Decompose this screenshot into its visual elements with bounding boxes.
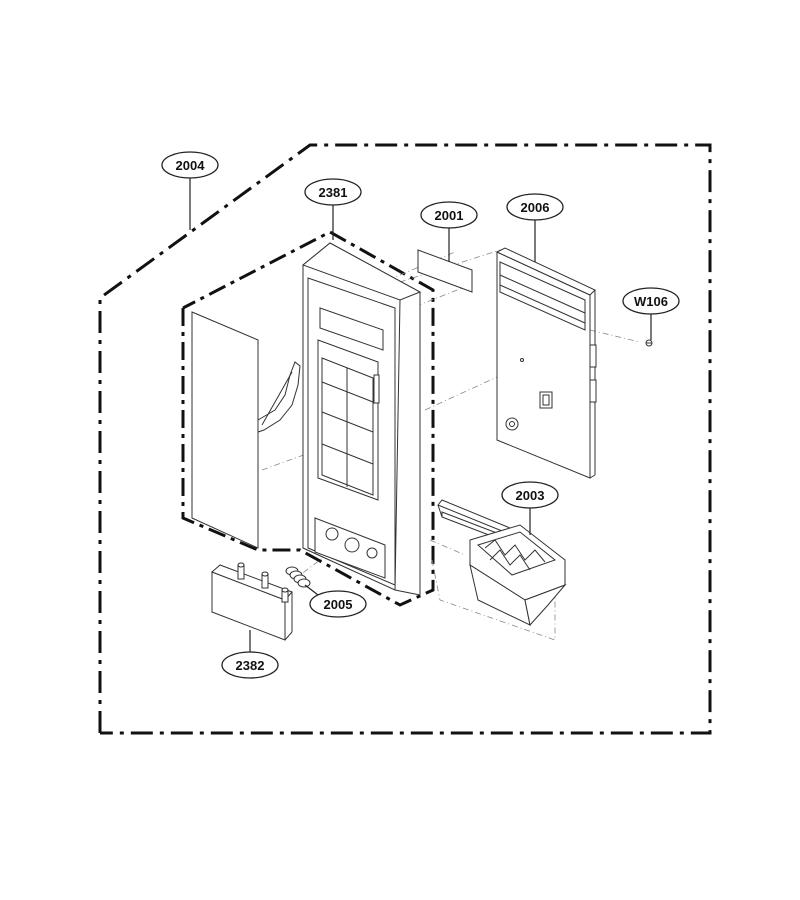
label-w106: W106 [622, 287, 680, 315]
svg-text:2004: 2004 [176, 158, 206, 173]
subassembly-boundary-2381 [181, 230, 435, 607]
spring-2005 [285, 566, 311, 588]
svg-text:2003: 2003 [516, 488, 545, 503]
label-2006: 2006 [506, 193, 564, 221]
label-2003: 2003 [501, 481, 559, 509]
label-2381: 2381 [304, 178, 362, 206]
label-2001: 2001 [420, 201, 478, 229]
label-2004: 2004 [161, 151, 219, 179]
svg-text:2006: 2006 [521, 200, 550, 215]
svg-text:2382: 2382 [236, 658, 265, 673]
label-2005: 2005 [309, 590, 367, 618]
svg-text:2001: 2001 [435, 208, 464, 223]
membrane-sheet [191, 311, 301, 549]
push-button-2382 [211, 562, 293, 641]
svg-text:2005: 2005 [324, 597, 353, 612]
label-2382: 2382 [221, 651, 279, 679]
control-panel-frame [301, 242, 422, 596]
assembly-boundary-2004 [98, 143, 712, 735]
pcb-board [495, 247, 597, 479]
screw-w106 [645, 339, 653, 347]
svg-text:2381: 2381 [319, 185, 348, 200]
svg-text:W106: W106 [634, 294, 668, 309]
door-lever-assembly [437, 499, 567, 627]
display-window-film [417, 249, 473, 293]
